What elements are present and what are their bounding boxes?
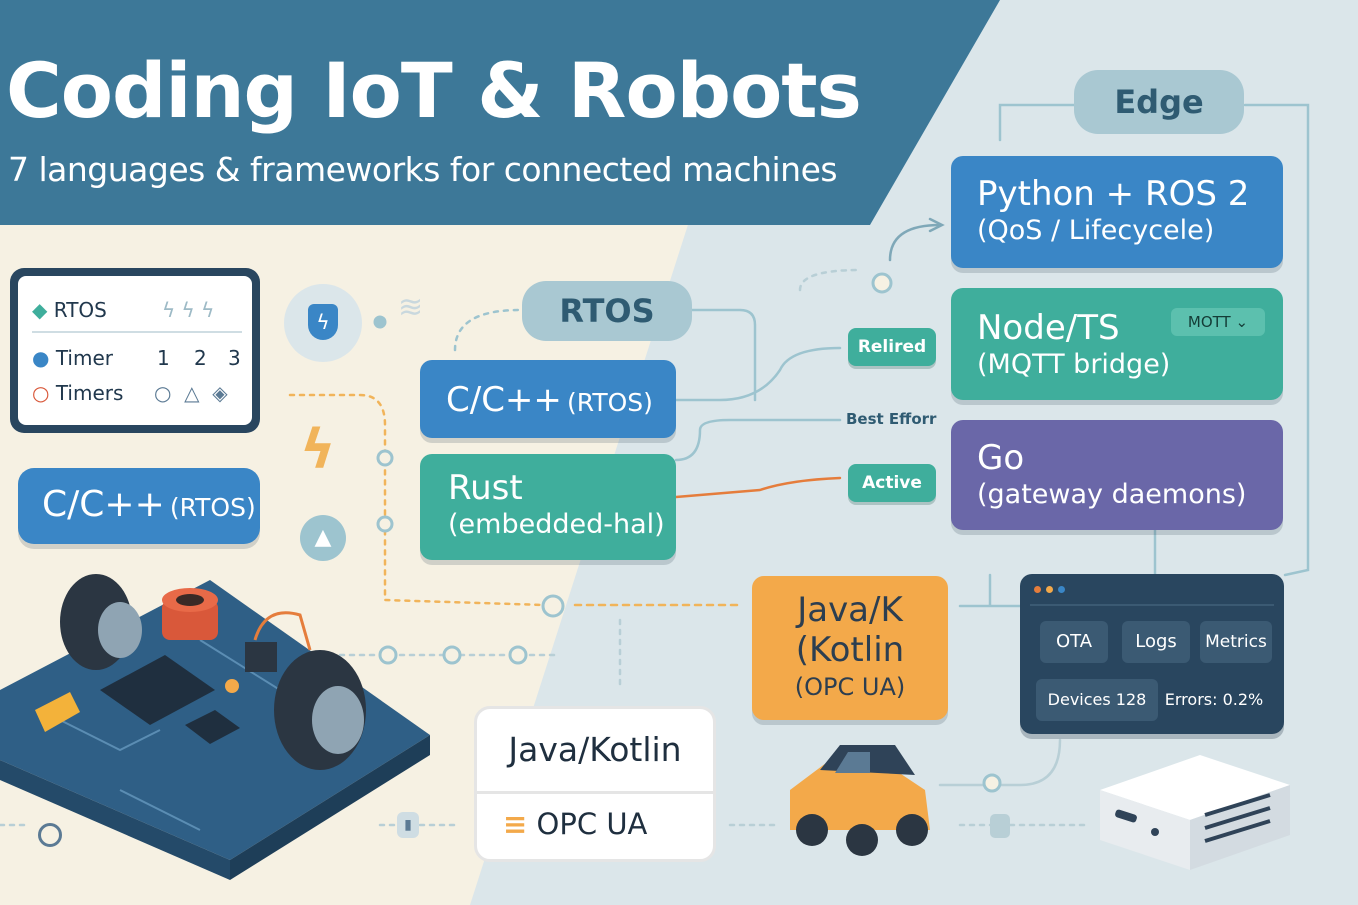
timer-icon: ● — [32, 346, 50, 370]
robot-board-illustration — [0, 574, 430, 880]
rust-card[interactable]: Rust (embedded-hal) — [420, 454, 676, 560]
window-dot-blue — [1058, 586, 1065, 593]
go-card-label: Go — [977, 438, 1025, 478]
status-tag-best-effort[interactable]: Best Efforr — [846, 406, 936, 432]
circle-icon: ○ — [32, 381, 50, 405]
timer-label: Timer — [55, 346, 113, 370]
dashboard-window: OTA Logs Metrics Devices 128 Errors: 0.2… — [1020, 574, 1284, 734]
page-subtitle: 7 languages & frameworks for connected m… — [8, 150, 838, 189]
timer-value-3: 3 — [228, 346, 241, 370]
window-dot-yellow — [1046, 586, 1053, 593]
node-card-sub: (MQTT bridge) — [977, 349, 1171, 380]
timer-value-2: 2 — [194, 346, 207, 370]
python-card-sub: (QoS / Lifecycele) — [977, 215, 1215, 246]
ota-button[interactable]: OTA — [1040, 621, 1108, 663]
opcua-label: OPC UA — [536, 807, 648, 841]
logs-button[interactable]: Logs — [1122, 621, 1190, 663]
java-card-line1: Java/K — [797, 590, 903, 630]
go-card[interactable]: Go (gateway daemons) — [951, 420, 1283, 530]
rust-card-sub: (embedded-hal) — [448, 509, 665, 540]
status-tag-active[interactable]: Active — [848, 464, 936, 502]
title-bar-divider — [1030, 604, 1274, 606]
clock-icon — [38, 823, 62, 847]
cpp-badge-label: C/C++ — [42, 484, 165, 525]
server-box-illustration — [1100, 755, 1290, 870]
rtos-timers-row: ○ Timers ○ △ ◈ — [32, 381, 228, 405]
shield-bolt-icon: ϟ — [284, 284, 362, 362]
java-kotlin-label: Java/Kotlin — [477, 709, 713, 794]
rtos-heading-row: ◆ RTOS ϟ ϟ ϟ — [32, 298, 214, 322]
java-card-line3: (OPC UA) — [794, 673, 906, 701]
page-title: Coding IoT & Robots — [6, 46, 862, 135]
cpp-rtos-badge[interactable]: C/C++ (RTOS) — [18, 468, 260, 544]
cpp-badge-sub: (RTOS) — [169, 493, 256, 522]
cpp-rtos-card[interactable]: C/C++ (RTOS) — [420, 360, 676, 438]
mqtt-dropdown[interactable]: MOTT ⌄ — [1171, 308, 1265, 336]
errors-rate: Errors: 0.2% — [1164, 690, 1264, 709]
rtos-timer-row: ● Timer 1 2 3 — [32, 346, 241, 370]
python-card-label: Python + ROS 2 — [977, 174, 1250, 214]
rtos-heading: RTOS — [53, 298, 107, 322]
shape-icons: ○ △ ◈ — [154, 381, 228, 405]
lock-icon: ▮ — [397, 812, 419, 838]
cpp-card-label: C/C++ — [446, 380, 562, 420]
navigation-arrow-icon: ▲ — [300, 515, 346, 561]
node-ts-card[interactable]: Node/TS (MQTT bridge) MOTT ⌄ — [951, 288, 1283, 400]
rtos-panel: ◆ RTOS ϟ ϟ ϟ ● Timer 1 2 3 ○ Timers ○ △ … — [10, 268, 260, 433]
mqtt-dropdown-value: MOTT — [1187, 313, 1231, 331]
shield-icon: ◆ — [32, 298, 48, 322]
rtos-group-label: RTOS — [522, 281, 692, 341]
lock-icon-right — [990, 814, 1010, 838]
go-card-sub: (gateway daemons) — [977, 479, 1247, 510]
lightning-icon: ϟ — [300, 418, 336, 481]
header-band — [0, 0, 1000, 225]
status-tag-retired[interactable]: Relired — [848, 328, 936, 366]
node-card-label: Node/TS — [977, 308, 1120, 348]
metrics-button[interactable]: Metrics — [1200, 621, 1272, 663]
timer-value-1: 1 — [157, 346, 170, 370]
edge-group-label: Edge — [1074, 70, 1244, 134]
devices-count: Devices 128 — [1036, 679, 1158, 721]
python-ros2-card[interactable]: Python + ROS 2 (QoS / Lifecycele) — [951, 156, 1283, 268]
timers-label: Timers — [55, 381, 124, 405]
java-kotlin-opcua-box[interactable]: Java/Kotlin ≡ OPC UA — [474, 706, 716, 862]
java-card-line2: (Kotlin — [795, 630, 905, 670]
cpp-card-sub: (RTOS) — [567, 388, 653, 417]
list-icon: ≡ — [503, 807, 528, 841]
rust-card-label: Rust — [448, 468, 523, 508]
car-illustration — [790, 745, 930, 856]
window-dot-red — [1034, 586, 1041, 593]
java-kotlin-card[interactable]: Java/K (Kotlin (OPC UA) — [752, 576, 948, 720]
lightning-icons: ϟ ϟ ϟ — [162, 298, 215, 322]
divider — [32, 331, 242, 333]
chevron-down-icon: ⌄ — [1235, 313, 1249, 331]
connector-nodes — [373, 272, 1002, 793]
wifi-icon: ≋ — [398, 290, 424, 325]
